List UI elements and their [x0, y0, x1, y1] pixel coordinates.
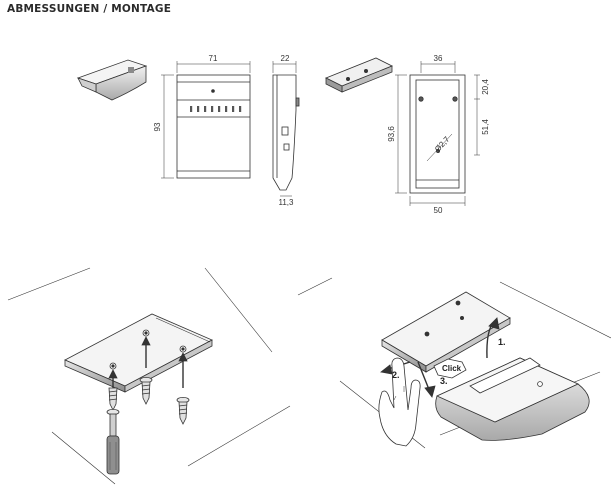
dim-plate-width: 36 [434, 54, 443, 63]
dim-plate-mid: 51,4 [481, 119, 490, 135]
side-view [272, 61, 300, 197]
step3-arrow [417, 361, 436, 398]
screw-1 [139, 376, 153, 405]
step3-label: 3. [440, 376, 448, 386]
screw-mounting-illustration [7, 267, 291, 485]
click-badge [433, 358, 467, 379]
housing-iso-view [76, 59, 148, 101]
front-view [161, 61, 251, 179]
dim-plate-bottom: 50 [434, 206, 443, 215]
screw-2 [176, 396, 190, 425]
dim-plate-top: 20,4 [481, 79, 490, 95]
page-title: ABMESSUNGEN / MONTAGE [7, 3, 172, 15]
step1-label: 1. [498, 337, 506, 347]
plate-iso-view [325, 57, 393, 93]
dim-side-depth: 22 [281, 54, 290, 63]
dim-front-width: 71 [209, 54, 218, 63]
dim-side-bottom: 11,3 [279, 198, 295, 207]
step2-label: 2. [392, 370, 400, 380]
dim-front-height: 93 [153, 122, 162, 131]
click-mounting-illustration [297, 277, 611, 449]
step1-arrow [486, 317, 500, 359]
vent-slots [190, 106, 242, 112]
hand-icon [378, 357, 421, 447]
click-label: Click [442, 364, 462, 373]
plate-front-view [395, 61, 480, 206]
screwdriver [106, 413, 120, 475]
screw-3 [106, 387, 120, 415]
housing-part [435, 357, 590, 441]
dim-plate-height: 93,6 [387, 126, 396, 142]
